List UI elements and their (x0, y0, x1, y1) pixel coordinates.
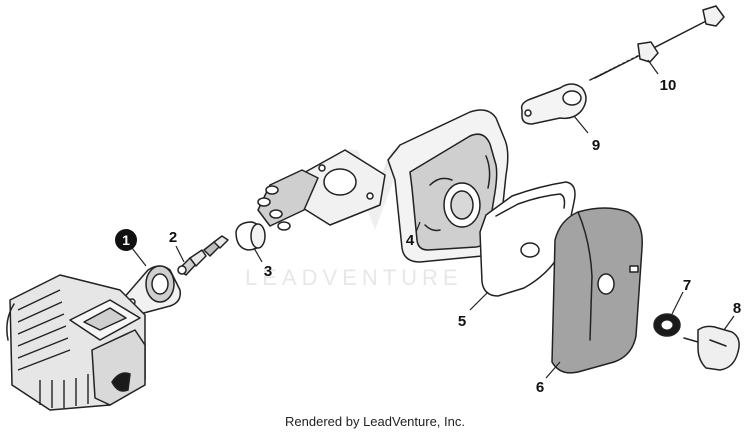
part-3-ring (235, 221, 266, 251)
callout-5-label: 5 (458, 313, 466, 330)
callout-2[interactable]: 2 (169, 229, 185, 263)
part-1-intake (121, 265, 182, 315)
carburetor-assembly (257, 149, 386, 231)
watermark-text: LEADVENTURE (245, 265, 463, 290)
callout-3-label: 3 (264, 263, 272, 280)
part-8-knob (683, 325, 740, 371)
callout-8[interactable]: 8 (723, 300, 741, 331)
cylinder (6, 274, 146, 411)
part-2-fitting (177, 235, 229, 276)
part-6-cover (551, 207, 643, 374)
callout-7-label: 7 (683, 277, 691, 294)
callout-3[interactable]: 3 (253, 247, 272, 280)
callout-4-label: 4 (406, 232, 415, 249)
callout-9-label: 9 (592, 137, 600, 154)
bolt-lower (589, 41, 659, 81)
footer-credit: Rendered by LeadVenture, Inc. (285, 414, 465, 429)
callout-2-label: 2 (169, 229, 177, 246)
callout-8-label: 8 (733, 300, 741, 317)
part-4-housing (387, 109, 509, 263)
callout-4[interactable]: 4 (406, 221, 421, 249)
part-7-grommet (653, 313, 681, 337)
callout-1[interactable]: 1 (115, 229, 147, 267)
callout-10[interactable]: 10 (647, 59, 677, 94)
part-9-bracket (520, 83, 587, 125)
callout-9[interactable]: 9 (573, 115, 600, 154)
part-10-bolts (589, 5, 725, 81)
callout-6[interactable]: 6 (536, 361, 561, 396)
callout-10-label: 10 (660, 77, 677, 94)
callout-7[interactable]: 7 (671, 277, 691, 315)
callout-5[interactable]: 5 (458, 291, 489, 330)
callout-1-label: 1 (122, 232, 130, 248)
callout-6-label: 6 (536, 379, 544, 396)
